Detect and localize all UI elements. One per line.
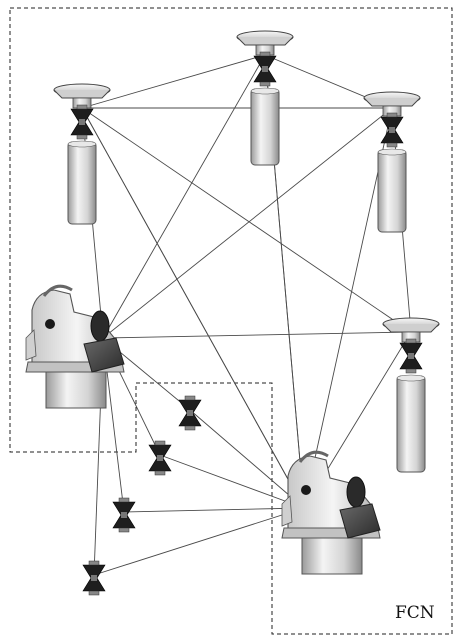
total-station-right — [281, 450, 381, 575]
prism-1 — [178, 395, 202, 431]
sight-line-left-TS2 — [81, 107, 305, 509]
boundary-outer — [9, 7, 453, 635]
fcn-label: FCN — [395, 603, 435, 623]
prism-4 — [82, 560, 106, 596]
sight-line-TS1-lowR — [102, 331, 412, 339]
sight-line-TS2-p2 — [159, 454, 305, 509]
total-station-left — [25, 284, 125, 409]
prism-3 — [112, 497, 136, 533]
gnss-antenna-right-prism — [380, 112, 404, 148]
sight-line-top-left — [81, 54, 266, 109]
sight-line-TS2-p1 — [189, 409, 305, 509]
gnss-antenna-left-prism — [70, 104, 94, 140]
gnss-antenna-left — [53, 83, 111, 225]
total-stations — [25, 284, 381, 575]
gnss-antenna-top-prism — [253, 51, 277, 87]
gnss-stations — [53, 30, 440, 473]
gnss-antenna-lower-right-prism — [399, 338, 423, 374]
sight-line-TS2-p3 — [123, 507, 305, 513]
reflector-prisms — [82, 395, 202, 596]
network-boundaries — [9, 7, 453, 635]
gnss-antenna-top — [236, 30, 294, 166]
gnss-antenna-right — [363, 91, 421, 233]
gnss-antenna-lower-right — [382, 317, 440, 473]
sight-line-left-lowR — [81, 107, 412, 333]
sight-line-TS1-top — [102, 54, 266, 339]
sight-line-TS1-right — [102, 107, 393, 339]
prism-2 — [148, 440, 172, 476]
sight-line-TS2-p4 — [93, 507, 305, 576]
sight-line-TS2-right — [303, 107, 393, 509]
